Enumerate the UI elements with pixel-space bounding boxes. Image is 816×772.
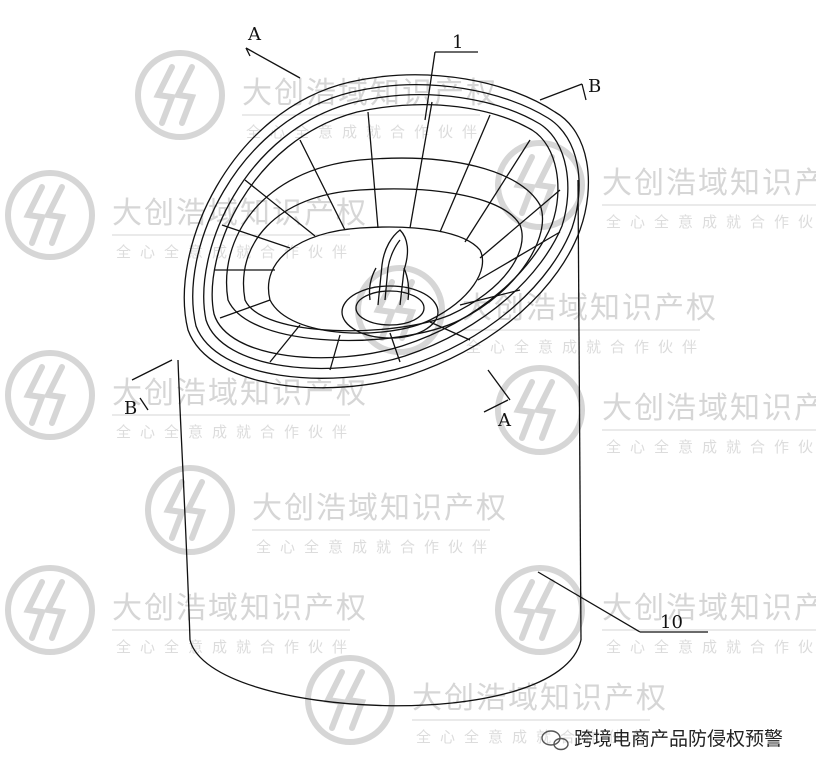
label-part-10: 10 [660, 612, 683, 633]
cup-drawing [131, 47, 708, 707]
watermark-slogan: 全心全意成就合作伙伴 [606, 638, 816, 656]
watermark-logo-icon [145, 465, 235, 555]
watermark-company: 大创浩域知识产权 [112, 196, 368, 231]
watermark-logo-icon [495, 140, 585, 230]
leader-lines [131, 47, 708, 633]
watermark-bolt-icon [513, 154, 557, 216]
label-view-b-right: B [588, 76, 601, 97]
watermark-logo-icon [135, 50, 225, 140]
watermark-company: 大创浩域知识产权 [602, 591, 816, 626]
watermark-company: 大创浩域知识产权 [462, 291, 718, 326]
watermark-slogan: 全心全意成就合作伙伴 [466, 338, 706, 356]
inner-bowl [215, 101, 561, 371]
watermark-slogan: 全心全意成就合作伙伴 [116, 638, 356, 656]
watermark-bolt-icon [23, 364, 67, 426]
watermark-logo-icon [5, 565, 95, 655]
watermark-bolt-icon [323, 669, 367, 731]
basin-rim [183, 74, 590, 389]
footer-account-name: 跨境电商产品防侵权预警 [574, 728, 783, 750]
watermark-logo-icon [5, 170, 95, 260]
watermark-slogan: 全心全意成就合作伙伴 [116, 423, 356, 441]
label-view-a-top: A [247, 24, 262, 45]
watermark-company: 大创浩域知识产权 [412, 681, 668, 716]
watermark-logo-icon [495, 565, 585, 655]
watermark-slogan: 全心全意成就合作伙伴 [116, 243, 356, 261]
watermark-logo-icon [355, 265, 445, 355]
wechat-icon [541, 730, 569, 751]
watermark-slogan: 全心全意成就合作伙伴 [416, 728, 656, 746]
watermark-company: 大创浩域知识产权 [112, 376, 368, 411]
footer: 跨境电商产品防侵权预警 [541, 728, 783, 751]
watermark-bolt-icon [513, 579, 557, 641]
reference-labels: A 1 B B A 10 [124, 24, 683, 633]
label-view-a-bottom: A [497, 410, 512, 431]
watermark-bolt-icon [23, 184, 67, 246]
watermark-bolt-icon [153, 64, 197, 126]
watermark-company: 大创浩域知识产权 [602, 391, 816, 426]
watermark-slogan: 全心全意成就合作伙伴 [256, 538, 496, 556]
watermark-company: 大创浩域知识产权 [242, 76, 498, 111]
watermark-slogan: 全心全意成就合作伙伴 [246, 123, 486, 141]
watermark-slogan: 全心全意成就合作伙伴 [606, 213, 816, 231]
label-part-1: 1 [452, 32, 463, 53]
watermark-bolt-icon [513, 379, 557, 441]
watermark-layer: 大创浩域知识产权全心全意成就合作伙伴大创浩域知识产权全心全意成就合作伙伴大创浩域… [5, 50, 816, 746]
watermark-bolt-icon [163, 479, 207, 541]
watermark-slogan: 全心全意成就合作伙伴 [606, 438, 816, 456]
drain-assembly [341, 229, 439, 339]
watermark-logo-icon [305, 655, 395, 745]
watermark-bolt-icon [23, 579, 67, 641]
label-view-b-left: B [124, 398, 137, 419]
cylinder-body [177, 179, 582, 707]
watermark-logo-icon [5, 350, 95, 440]
watermark-company: 大创浩域知识产权 [602, 166, 816, 201]
watermark-company: 大创浩域知识产权 [252, 491, 508, 526]
watermark-company: 大创浩域知识产权 [112, 591, 368, 626]
watermark-logo-icon [495, 365, 585, 455]
